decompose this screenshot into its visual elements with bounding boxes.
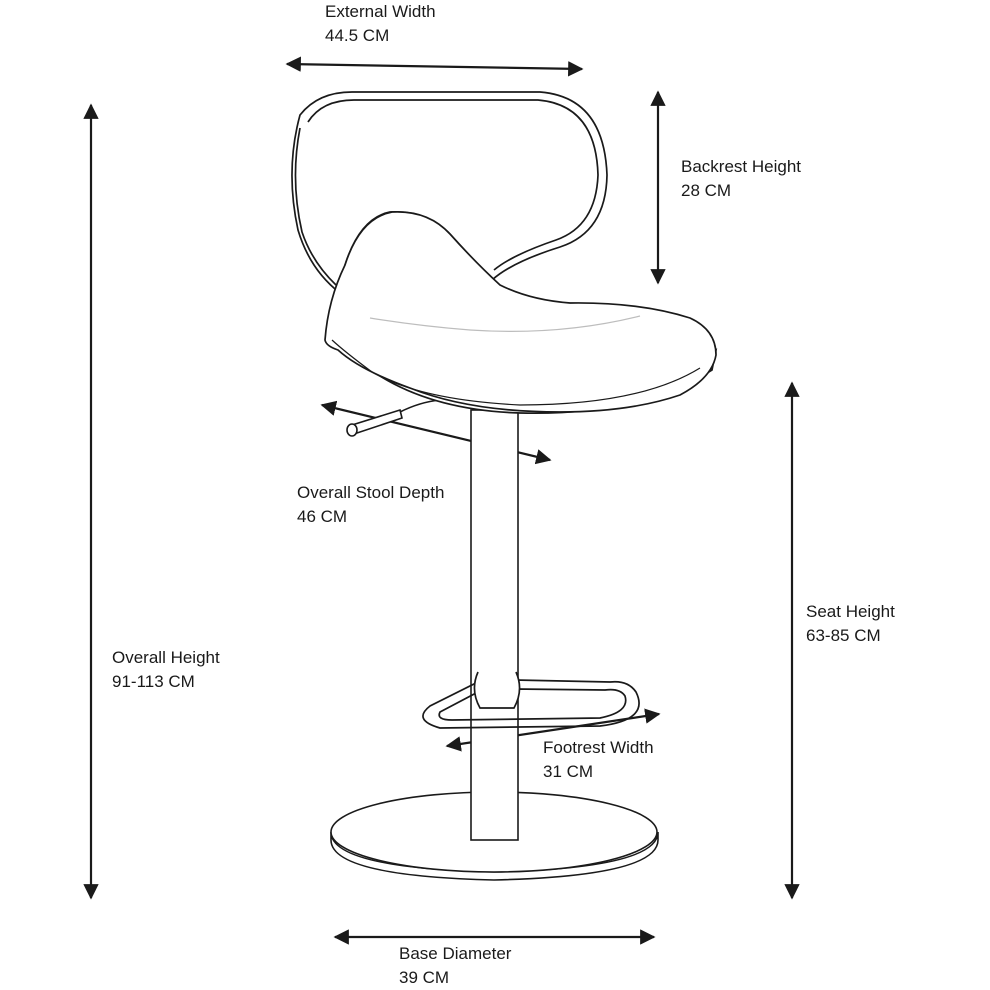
external-width-value: 44.5 CM [325, 26, 390, 45]
external-width-arrow [285, 56, 584, 77]
overall-height-label: Overall Height 91-113 CM [112, 646, 220, 694]
backrest-height-title: Backrest Height [681, 157, 801, 176]
base-diameter-label: Base Diameter 39 CM [399, 942, 511, 990]
overall-stool-depth-value: 46 CM [297, 507, 348, 526]
seat-height-value: 63-85 CM [806, 626, 881, 645]
backrest-height-value: 28 CM [681, 181, 732, 200]
overall-stool-depth-title: Overall Stool Depth [297, 483, 445, 502]
footrest-ring [422, 671, 640, 729]
base-diameter-value: 39 CM [399, 968, 450, 987]
external-width-label: External Width 44.5 CM [325, 0, 436, 48]
external-width-title: External Width [325, 2, 436, 21]
base-diameter-title: Base Diameter [399, 944, 512, 963]
seat-cushion [324, 211, 717, 413]
seat-height-label: Seat Height 63-85 CM [806, 600, 895, 648]
gas-lift-pole [470, 409, 519, 841]
footrest-width-value: 31 CM [543, 762, 594, 781]
backrest-height-label: Backrest Height 28 CM [681, 155, 801, 203]
seat-height-title: Seat Height [806, 602, 895, 621]
overall-stool-depth-label: Overall Stool Depth 46 CM [297, 481, 444, 529]
footrest-width-label: Footrest Width 31 CM [543, 736, 654, 784]
footrest-width-title: Footrest Width [543, 738, 654, 757]
overall-height-title: Overall Height [112, 648, 220, 667]
overall-height-value: 91-113 CM [112, 672, 195, 691]
